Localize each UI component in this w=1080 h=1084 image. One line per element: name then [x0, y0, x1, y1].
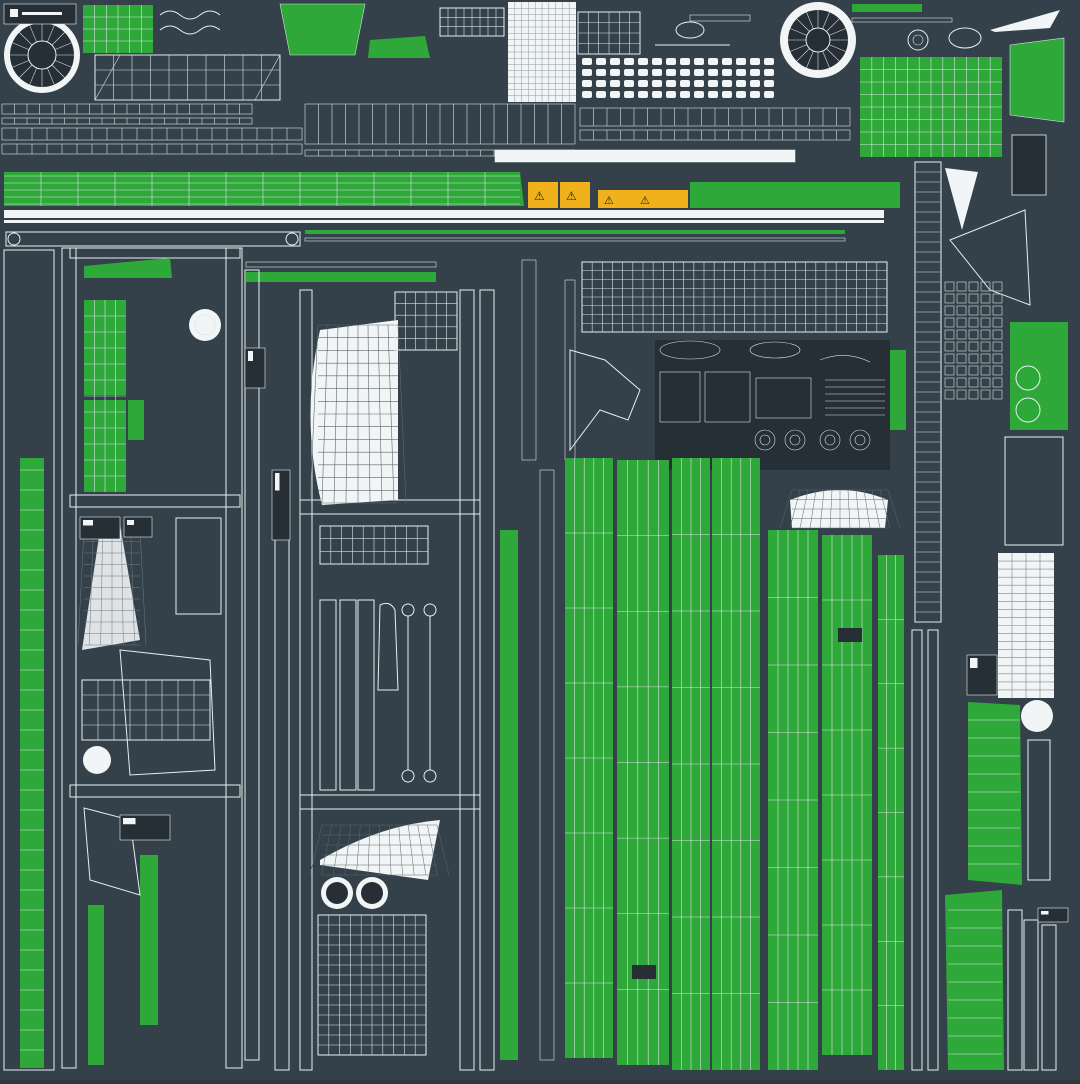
green-strip-right [690, 182, 900, 208]
center-grid-box-top [394, 291, 458, 351]
top-green-trapezoid [279, 3, 430, 58]
green-fuselage-strips [565, 458, 904, 1070]
top-right-green-tall [1009, 37, 1065, 123]
top-mid-grid-box [577, 11, 641, 55]
left-long-green-spar [20, 458, 44, 1068]
mid-rib-stack [581, 261, 888, 333]
horizontal-panel-strips [1, 103, 851, 163]
left-mid-grid-panels [81, 517, 222, 776]
top-right-small-parts [851, 4, 1060, 51]
warning-decal-c: ⚠ [604, 194, 614, 207]
top-truss-frame [94, 54, 281, 101]
warning-decal-d: ⚠ [640, 194, 650, 207]
top-mechanism-parts [655, 14, 751, 46]
left-wing-tip-mesh [77, 525, 147, 650]
right-small-rails [911, 281, 1057, 1071]
left-frame-rails [3, 247, 576, 1071]
top-right-green-grid [860, 57, 1002, 157]
top-rivet-array [582, 58, 774, 98]
warning-decal-b: ⚠ [566, 189, 577, 203]
green-strip-cutouts [632, 628, 862, 979]
warning-decals: ⚠ ⚠ ⚠ ⚠ [528, 182, 688, 208]
mid-bracket-shape [569, 349, 641, 452]
center-bottom-grid [317, 914, 427, 1056]
center-slider-parts [319, 599, 437, 791]
top-right-intake-ring [780, 2, 856, 78]
mid-dark-parts-panel [655, 340, 890, 470]
center-grid-box-mid [319, 525, 429, 565]
long-green-strip [4, 172, 524, 206]
top-left-label-block [3, 3, 77, 25]
right-tall-rail [914, 161, 942, 623]
top-left-intake-ring [4, 17, 80, 93]
center-fan-mesh [309, 820, 450, 880]
top-small-grid-box [439, 7, 505, 37]
left-upper-green-panels [84, 258, 172, 492]
fan-disc-left [83, 309, 221, 774]
right-fin-shapes [945, 168, 1031, 306]
right-grid-panels [998, 436, 1064, 698]
top-chain-links [159, 10, 221, 35]
crossbar-frame [5, 230, 846, 282]
right-green-block [1010, 322, 1068, 430]
white-bar-long [4, 210, 884, 223]
center-fan-discs [321, 877, 388, 909]
mid-arched-mesh [779, 489, 901, 529]
small-badges [79, 347, 1069, 923]
center-mesh-panel [309, 320, 407, 505]
top-white-grid-block [508, 2, 576, 102]
top-right-dark-box [1011, 134, 1047, 196]
warning-decal-a: ⚠ [534, 189, 545, 203]
right-fan-disc [1021, 700, 1053, 732]
top-green-grid-panel-1 [83, 5, 153, 53]
right-green-lower [945, 702, 1022, 1070]
left-lower-green [83, 807, 158, 1065]
